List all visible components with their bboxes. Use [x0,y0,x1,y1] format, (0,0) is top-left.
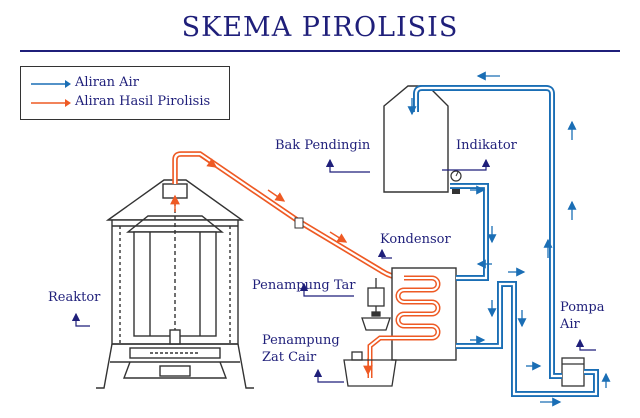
water-pump [561,357,585,387]
page-title: SKEMA PIROLISIS [181,12,459,43]
reactor-base [159,365,191,377]
reactor-outlet [162,183,188,199]
reactor-leg-right [237,343,254,389]
reactor-leg-left [96,343,113,389]
tar-container [361,278,391,331]
label-indikator: Indikator [456,138,517,153]
blue-arrow-icon [31,80,71,88]
label-bak-pendingin: Bak Pendingin [275,138,371,153]
liquid-container [343,351,397,387]
legend-label-water: Aliran Air [75,75,139,90]
label-penampung-zat-cair-line2: Zat Cair [262,350,317,365]
label-kondensor: Kondensor [380,232,451,247]
legend-label-pyrolysis: Aliran Hasil Pirolisis [75,94,211,109]
label-pointers [71,158,596,383]
reactor [96,179,254,389]
indicator-gauge [450,170,462,194]
label-penampung-zat-cair-line1: Penampung [262,333,340,348]
cooling-tank-body [383,85,449,193]
label-pompa-air-line2: Air [560,317,580,332]
label-reaktor: Reaktor [48,290,101,305]
water-pipes [407,71,611,407]
label-penampung-tar: Penampung Tar [252,278,356,293]
reactor-chamber [133,231,217,337]
cooling-tank [383,85,449,193]
condenser [363,267,457,378]
label-pompa-air-line1: Pompa [560,300,605,315]
title-underline [20,50,620,52]
legend: Aliran Air Aliran Hasil Pirolisis [20,66,230,120]
orange-arrow-icon [31,99,71,107]
